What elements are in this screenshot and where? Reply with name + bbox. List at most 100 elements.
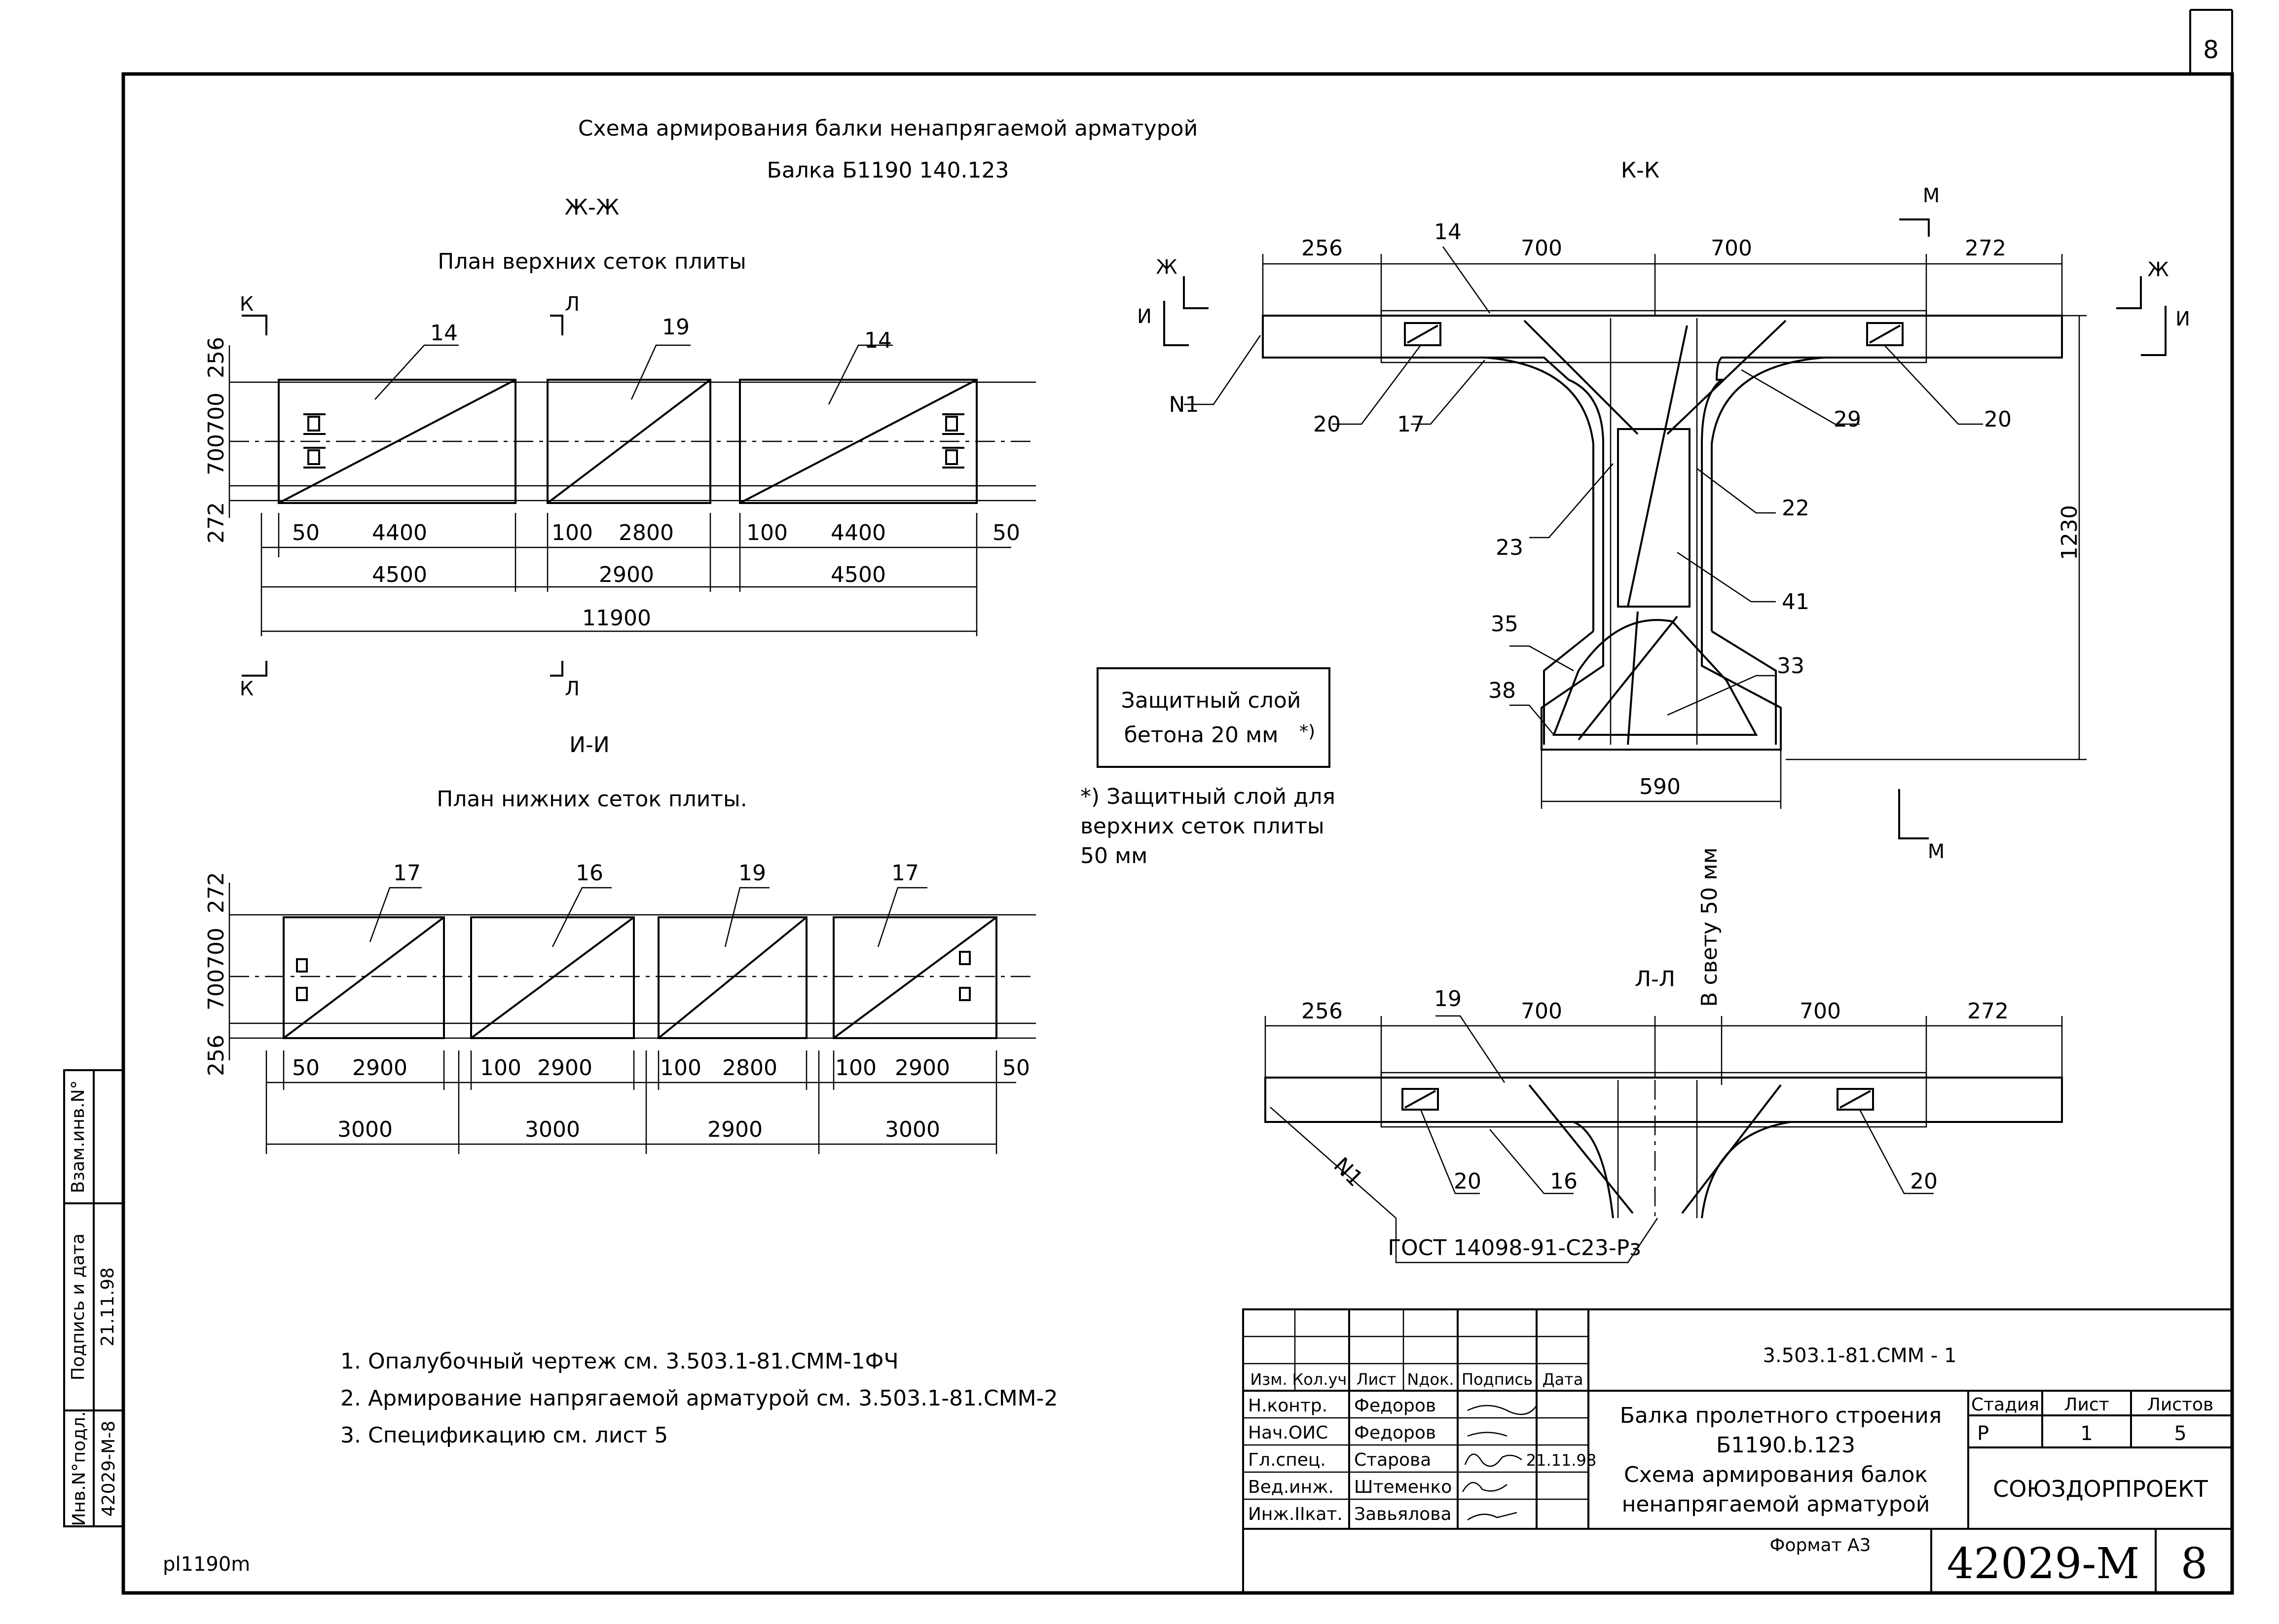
- plan-top-dim-2900: 2900: [599, 562, 654, 587]
- tb-role-3: Вед.инж.: [1248, 1477, 1334, 1497]
- plan-bottom-dim-100-a: 100: [480, 1055, 521, 1081]
- kk-label-17: 17: [1397, 412, 1425, 437]
- tb-h-list: Лист: [1356, 1370, 1396, 1389]
- kk-label-20-right: 20: [1984, 407, 2012, 432]
- cut-l-top: Л: [565, 293, 580, 316]
- ll-dim-272: 272: [1967, 999, 2009, 1024]
- mark-16: 16: [576, 861, 603, 886]
- tb-role-4: Инж.IIкат.: [1248, 1504, 1343, 1524]
- tb-desc-3: Схема армирования балок: [1624, 1462, 1928, 1487]
- note-1: 1. Опалубочный чертеж см. 3.503.1-81.СММ…: [340, 1349, 899, 1374]
- mesh-19: [547, 379, 711, 504]
- stamp-replace-header: Взам.инв.N°: [68, 1080, 88, 1193]
- kk-dim-700-b: 700: [1711, 236, 1752, 261]
- tb-h-podpis: Подпись: [1462, 1370, 1533, 1389]
- tb-sheet-h: Лист: [2064, 1395, 2109, 1415]
- tb-sheets: 5: [2174, 1422, 2186, 1445]
- signature-scribble: [1462, 1405, 1538, 1521]
- tb-name-1: Федоров: [1354, 1423, 1436, 1443]
- tb-name-2: Старова: [1354, 1450, 1431, 1470]
- side-stamp: Инв.N°подл. 42029-М-8 Подпись и дата 21.…: [63, 1069, 124, 1527]
- kk-dim-1230: 1230: [2057, 505, 2082, 560]
- kk-dim-256: 256: [1301, 236, 1343, 261]
- plan-top-dim-100-b: 100: [746, 520, 788, 545]
- tb-h-izm: Изм.: [1250, 1370, 1287, 1389]
- plan-bottom-dim-50-left: 50: [292, 1055, 320, 1081]
- section-ll: Л-Л В свету 50 мм 256 700 700 272 19 N1 …: [1264, 847, 2063, 1263]
- mark-14-right: 14: [864, 328, 892, 353]
- title-block: Изм. Кол.уч. Лист Nдок. Подпись Дата Н.к…: [1242, 1308, 2233, 1594]
- stamp-sign-value: 21.11.98: [98, 1267, 118, 1346]
- mesh-14-left: [278, 379, 516, 504]
- plan-bottom-dim-100-b: 100: [660, 1055, 701, 1081]
- ll-label-19: 19: [1434, 986, 1462, 1011]
- footer-file-name: pl1190m: [163, 1553, 250, 1576]
- plan-bottom-side-700: 700700: [204, 928, 229, 1010]
- kk-label-23: 23: [1496, 535, 1523, 560]
- kk-mark-14: 14: [1434, 219, 1462, 245]
- plan-top-dim-50-right: 50: [992, 520, 1020, 545]
- plan-top-dim-2800: 2800: [619, 520, 674, 545]
- corner-page-number: 8: [2203, 36, 2219, 64]
- tb-page: 8: [2181, 1539, 2208, 1588]
- tb-code: 3.503.1-81.СММ - 1: [1763, 1344, 1957, 1367]
- plan-bottom-dim-2900: 2900: [707, 1117, 763, 1142]
- note-3: 3. Спецификацию см. лист 5: [340, 1423, 668, 1448]
- plan-bottom-side-256: 256: [204, 1035, 229, 1076]
- protect-line2: бетона 20 мм: [1124, 722, 1279, 748]
- kk-cage-41: [1617, 428, 1691, 608]
- plan-top-title: План верхних сеток плиты: [438, 249, 746, 274]
- section-kk-title: К-К: [1621, 158, 1659, 183]
- mesh-17-left: [283, 916, 445, 1039]
- tb-role-1: Нач.ОИС: [1248, 1423, 1328, 1443]
- tb-desc-4: ненапрягаемой арматурой: [1622, 1492, 1930, 1517]
- plan-top-section-label: Ж-Ж: [565, 195, 620, 220]
- mesh-17-right: [833, 916, 997, 1039]
- protect-note-2: верхних сеток плиты: [1080, 814, 1324, 839]
- kk-dim-272: 272: [1965, 236, 2006, 261]
- kk-cut-i-right: И: [2175, 308, 2190, 330]
- stamp-inv-header: Инв.N°подл.: [69, 1411, 89, 1526]
- tb-date: 21.11.98: [1526, 1451, 1597, 1470]
- kk-label-41: 41: [1782, 589, 1809, 614]
- ll-dim-256: 256: [1301, 999, 1343, 1024]
- mesh-14-right: [739, 379, 978, 504]
- tb-stage: Р: [1977, 1422, 1989, 1445]
- kk-dim-590: 590: [1639, 774, 1681, 799]
- plan-top-side-700: 700700: [204, 393, 229, 475]
- plan-top-dim-100-a: 100: [551, 520, 593, 545]
- plan-bottom-dim-2900-b: 2900: [537, 1055, 592, 1081]
- protect-line1: Защитный слой: [1121, 688, 1301, 713]
- plan-bottom-title: План нижних сеток плиты.: [437, 787, 747, 812]
- plan-top-dim-4500-left: 4500: [372, 562, 427, 587]
- plan-top-dim-4400-right: 4400: [831, 520, 886, 545]
- kk-label-22: 22: [1782, 496, 1809, 521]
- plan-top-dim-4400-left: 4400: [372, 520, 427, 545]
- plan-top-view: Ж-Ж План верхних сеток плиты 14 19: [204, 195, 1036, 700]
- mark-19-bottom: 19: [738, 861, 766, 886]
- plan-top-dim-50-left: 50: [292, 520, 320, 545]
- general-notes: 1. Опалубочный чертеж см. 3.503.1-81.СММ…: [340, 1349, 1058, 1448]
- tb-desc-1: Балка пролетного строения: [1620, 1403, 1942, 1428]
- ll-label-16: 16: [1550, 1169, 1578, 1194]
- protect-star: *): [1299, 722, 1315, 742]
- plan-bottom-dim-3000-b: 3000: [525, 1117, 580, 1142]
- kk-label-29: 29: [1834, 407, 1861, 432]
- tb-h-ndok: Nдок.: [1407, 1370, 1454, 1389]
- kk-cut-m-bottom: М: [1928, 840, 1945, 863]
- plan-bottom-dim-100-c: 100: [835, 1055, 877, 1081]
- ll-label-n1: N1: [1329, 1153, 1368, 1191]
- mesh-16: [470, 916, 635, 1039]
- cut-k-top: К: [240, 293, 254, 316]
- tb-desc-2: Б1190.b.123: [1716, 1433, 1855, 1458]
- note-2: 2. Армирование напрягаемой арматурой см.…: [340, 1386, 1058, 1411]
- plan-top-dim-4500-right: 4500: [831, 562, 886, 587]
- plan-bottom-dim-2900-c: 2900: [895, 1055, 950, 1081]
- ll-vertical-note: В свету 50 мм: [1697, 847, 1722, 1007]
- tb-format: Формат А3: [1769, 1535, 1871, 1555]
- ll-gost: ГОСТ 14098-91-С23-Рз: [1388, 1235, 1641, 1261]
- plan-bottom-dim-50-right: 50: [1002, 1055, 1030, 1081]
- drawing-title: Схема армирования балки ненапрягаемой ар…: [578, 116, 1198, 141]
- mark-17-right: 17: [891, 861, 919, 886]
